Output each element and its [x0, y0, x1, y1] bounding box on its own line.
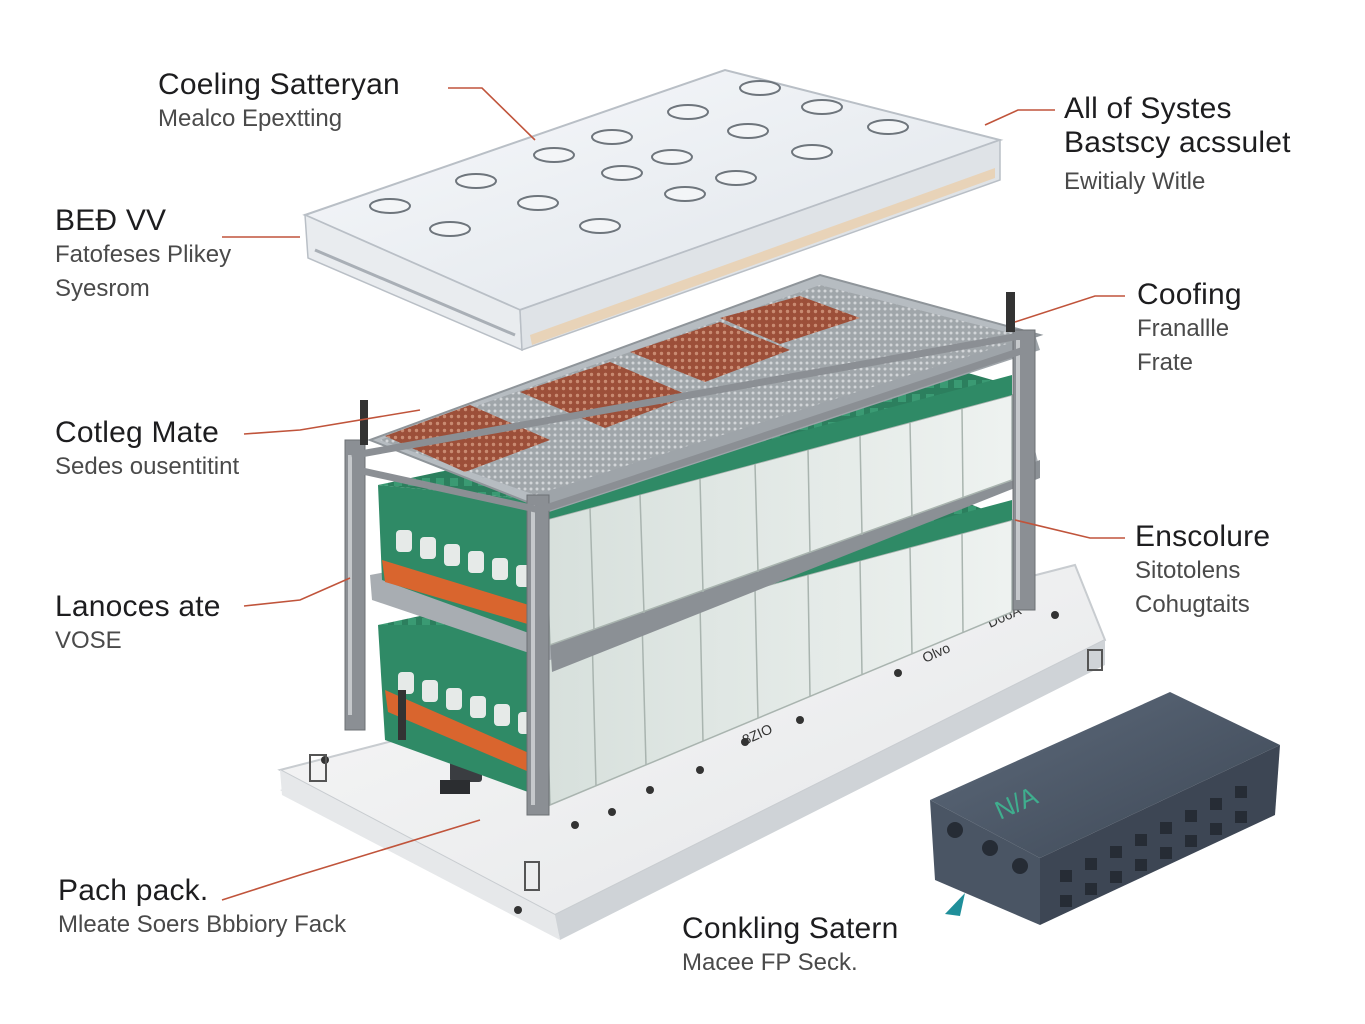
- label-patch-pack-sub: Mleate Soers Bbbiory Fack: [58, 910, 347, 938]
- copper-heat-plates: [385, 296, 860, 472]
- label-all-systems-title-2: Bastscy acssulet: [1064, 125, 1291, 159]
- lid-vent-circles: [369, 80, 909, 237]
- upper-left-cell-caps: [396, 530, 532, 587]
- label-cooling-battery-sub: Mealco Epextting: [158, 104, 343, 132]
- top-cover-lid: [302, 68, 1004, 352]
- label-all-systems-title-1: All of Systes: [1064, 92, 1232, 125]
- label-cooling-frame-sub-2: Frate: [1137, 349, 1194, 377]
- label-bed-vv-title: BEÐ VV: [55, 204, 167, 237]
- label-all-systems-sub: Ewitialy Witle: [1064, 168, 1206, 196]
- label-cooling-plate: Cotleg Mate Sedes ousentitint: [55, 416, 239, 484]
- label-bed-vv-sub-1: Fatofeses Plikey: [55, 240, 232, 268]
- separate-cooling-module: N/A: [930, 692, 1280, 925]
- lower-cell-dividers: [591, 532, 964, 787]
- label-lanoces-title: Lanoces ate: [55, 590, 221, 623]
- label-enclosure: Enscolure Sitotolens Cohugtaits: [1135, 520, 1270, 623]
- label-cooling-frame: Coofing Franallle Frate: [1137, 278, 1242, 381]
- leader-cotleg-mate: [243, 409, 421, 435]
- lower-left-cell-caps: [398, 672, 534, 734]
- label-cooling-plate-sub: Sedes ousentitint: [55, 452, 240, 480]
- label-patch-pack-title: Pach pack.: [58, 874, 209, 907]
- label-cooling-frame-sub-1: Franallle: [1137, 314, 1230, 342]
- label-cooling-battery: Coeling Satteryan Mealco Epextting: [158, 68, 400, 136]
- module-port-grid: [947, 786, 1247, 907]
- label-enclosure-title: Enscolure: [1135, 520, 1271, 553]
- label-lanoces: Lanoces ate VOSE: [55, 590, 221, 658]
- leader-cooling-frame: [1014, 295, 1125, 323]
- label-cooling-battery-title: Coeling Satteryan: [158, 68, 400, 101]
- teal-pointer: [945, 893, 965, 916]
- leader-enclosure: [1014, 519, 1125, 539]
- label-conkling-system: Conkling Satern Macee FP Seck.: [682, 912, 898, 980]
- label-conkling-system-title: Conkling Satern: [682, 912, 899, 945]
- leader-lanoces: [243, 577, 351, 607]
- label-cooling-plate-title: Cotleg Mate: [55, 416, 219, 449]
- label-all-systems: All of Systes Bastscy acssulet Ewitialy …: [1064, 92, 1291, 200]
- label-patch-pack: Pach pack. Mleate Soers Bbbiory Fack: [58, 874, 346, 942]
- leader-patch-pack: [221, 819, 481, 901]
- label-enclosure-sub-2: Cohugtaits: [1135, 591, 1250, 619]
- label-bed-vv-sub-2: Syesrom: [55, 275, 150, 303]
- label-lanoces-sub: VOSE: [55, 626, 122, 654]
- frame-posts: [344, 292, 1036, 816]
- label-bed-vv: BEÐ VV Fatofeses Plikey Syesrom: [55, 204, 231, 307]
- upper-cell-dividers: [589, 408, 964, 631]
- label-conkling-system-sub: Macee FP Seck.: [682, 948, 858, 976]
- leader-cooling-battery: [448, 87, 536, 141]
- leader-all-systems: [984, 109, 1055, 126]
- leader-lines: [221, 87, 1125, 901]
- label-cooling-frame-title: Coofing: [1137, 278, 1242, 311]
- label-enclosure-sub-1: Sitotolens: [1135, 556, 1241, 584]
